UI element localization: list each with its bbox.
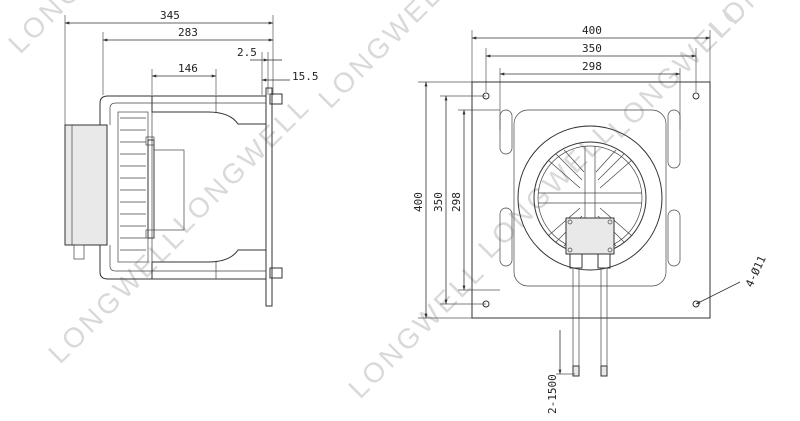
bolt-top	[269, 93, 283, 105]
side-view: 345 283 2.5 146 15.5	[64, 9, 319, 307]
front-view: 400 350 298 400 350 298	[412, 24, 769, 414]
watermark: LONGWELL	[702, 0, 800, 44]
watermark: LONGWELL	[2, 0, 151, 59]
dim-hole-spacing-x: 350	[582, 42, 602, 55]
cable-gland-right	[597, 253, 611, 269]
dim-offset: 15.5	[292, 70, 319, 83]
mounting-hole	[482, 300, 490, 308]
watermark: LONGWELL	[312, 0, 461, 114]
leader-mounting-holes	[695, 281, 741, 305]
terminal-box	[565, 217, 615, 255]
dim-body-length: 283	[178, 26, 198, 39]
dim-plate-width: 400	[582, 24, 602, 37]
slot-left-top	[499, 109, 513, 155]
inlet-cone	[151, 96, 266, 125]
mounting-hole	[692, 92, 700, 100]
impeller-side	[117, 111, 149, 263]
watermark: LONGWELL	[167, 90, 316, 239]
mounting-plate-front	[471, 81, 711, 319]
cable-gland-left	[569, 253, 583, 269]
slot-right-top	[667, 109, 681, 169]
slot-right-bottom	[667, 209, 681, 267]
label-mounting-holes: 4-Ø11	[743, 254, 769, 290]
motor-housing	[64, 124, 108, 246]
motor-outer-ring	[517, 125, 663, 271]
dim-inner-spacing-x: 298	[582, 60, 602, 73]
dim-impeller-depth: 146	[178, 62, 198, 75]
watermark: LONGWELL	[342, 255, 491, 404]
mounting-plate-side	[265, 87, 273, 307]
bolt-bottom	[269, 267, 283, 279]
dim-inner-spacing-y: 298	[450, 192, 463, 212]
label-cable-spec: 2-1500	[546, 374, 559, 414]
dim-overall-length: 345	[160, 9, 180, 22]
dim-hole-spacing-y: 350	[432, 192, 445, 212]
dim-plate-height: 400	[412, 192, 425, 212]
slot-left-bottom	[499, 207, 513, 267]
dim-plate-thickness: 2.5	[237, 46, 257, 59]
mounting-hole	[482, 92, 490, 100]
